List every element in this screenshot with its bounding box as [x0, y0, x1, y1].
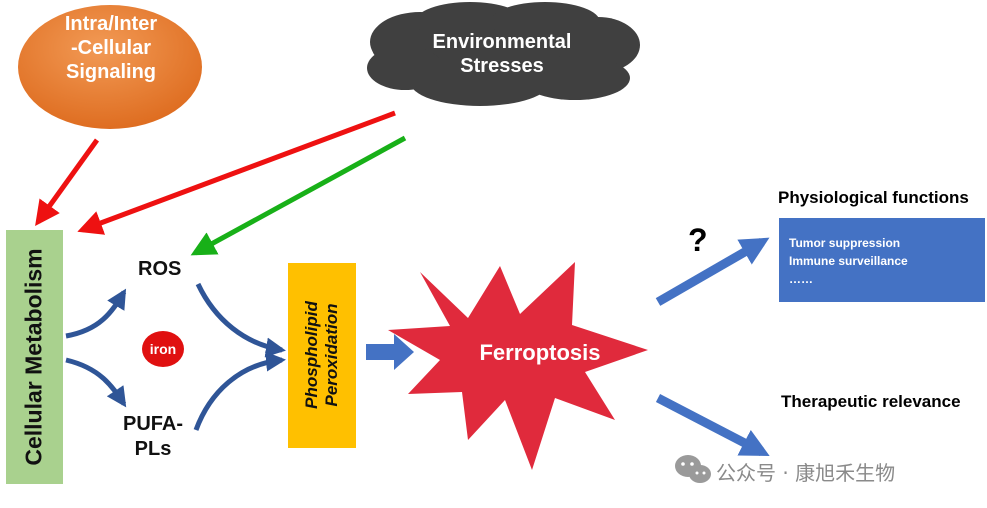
ferroptosis-burst	[388, 262, 648, 470]
ferroptosis-label: Ferroptosis	[479, 340, 601, 365]
metabolism-box	[6, 230, 63, 484]
arrow-pufa-to-peroxidation	[193, 351, 286, 431]
watermark: 公众号 · 康旭禾生物	[672, 455, 972, 485]
ros-label: ROS	[138, 258, 182, 280]
arrow-peroxidation-to-ferroptosis	[366, 334, 414, 370]
arrow-to-physiological	[655, 237, 770, 306]
watermark-text: 公众号 · 康旭禾生物	[716, 461, 896, 485]
metabolism-label: Cellular Metabolism	[20, 248, 47, 466]
question-mark: ?	[688, 222, 708, 258]
iron-badge: iron	[142, 331, 184, 367]
stress-cloud	[367, 2, 640, 106]
peroxidation-label: Phospholipid Peroxidation	[302, 301, 342, 409]
stress-label: Environmental Stresses	[432, 31, 572, 77]
peroxidation-line-1: Phospholipid	[302, 301, 321, 409]
arrow-ros-to-peroxidation	[195, 282, 286, 358]
peroxidation-box	[288, 263, 356, 448]
pufa-label: PUFA- PLs	[123, 413, 183, 460]
physio-item-immune: Immune surveillance	[789, 254, 908, 268]
arrow-stress-to-ros	[190, 135, 407, 256]
physiological-title: Physiological functions	[778, 188, 969, 207]
arrow-metabolism-to-pufa	[65, 357, 127, 408]
therapeutic-title: Therapeutic relevance	[781, 392, 961, 411]
wechat-icon	[675, 455, 711, 483]
peroxidation-line-2: Peroxidation	[322, 303, 341, 407]
physiological-box: Tumor suppression Immune surveillance ……	[779, 218, 985, 302]
physio-item-more: ……	[789, 272, 813, 286]
arrow-stress-to-metabolism	[77, 110, 396, 235]
arrow-to-therapeutic	[655, 394, 770, 456]
signaling-label: Intra/Inter -Cellular Signaling	[64, 13, 158, 83]
arrow-signaling-to-metabolism	[35, 138, 100, 227]
signaling-ellipse	[18, 5, 202, 129]
arrow-metabolism-to-ros	[65, 288, 127, 339]
physio-item-tumor: Tumor suppression	[789, 236, 901, 250]
